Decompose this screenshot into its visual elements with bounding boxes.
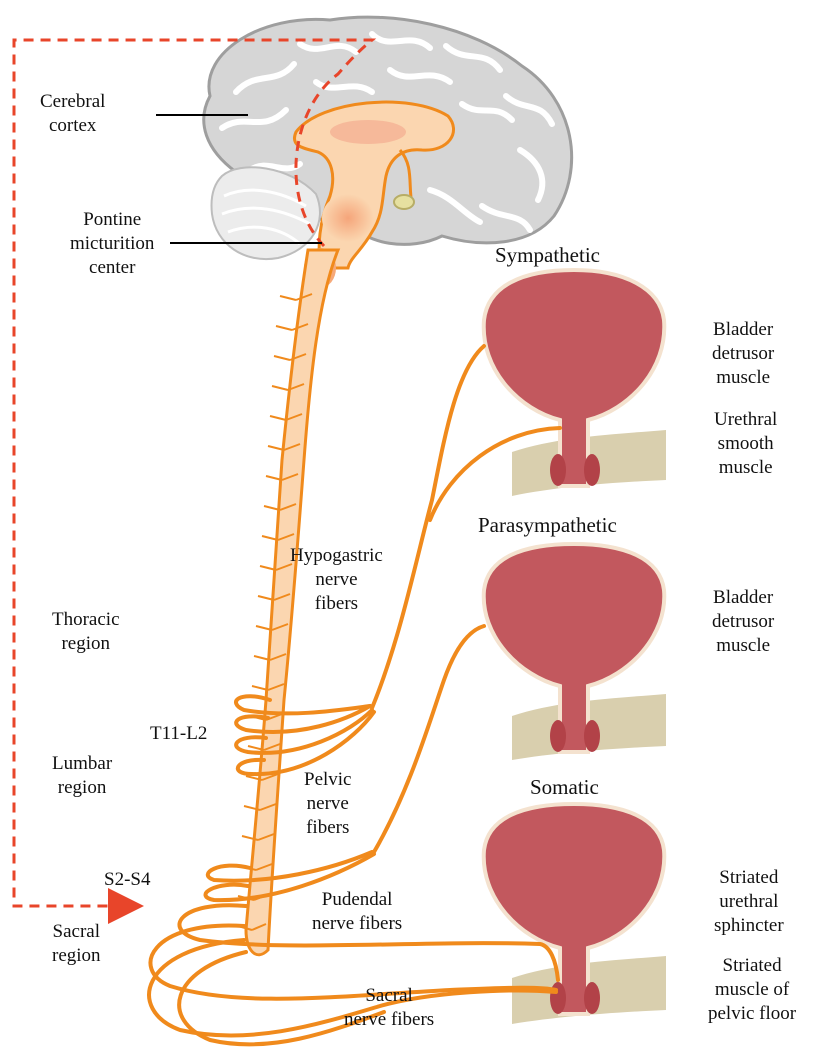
descending-control-path	[12, 38, 377, 924]
heading-sympathetic: Sympathetic	[495, 243, 600, 267]
hypogastric-nerve-path-1	[234, 694, 372, 716]
pudendal-nerve-path	[177, 903, 560, 982]
sacral-nerve-path-3	[177, 950, 386, 1047]
label-pudendal-fibers: Pudendal nerve fibers	[312, 889, 403, 934]
hypogastric-nerve-path-3	[234, 708, 374, 755]
bladder-somatic	[481, 801, 667, 1024]
note-somatic-sphincter: Striated urethral sphincter	[714, 867, 784, 936]
nerve-fibers	[147, 344, 562, 1047]
label-t11-l2: T11-L2	[150, 723, 208, 744]
sacral-nerve-path-2	[147, 938, 558, 1038]
label-sacral-fibers: Sacral nerve fibers	[344, 985, 435, 1030]
label-thoracic-region: Thoracic region	[52, 609, 120, 654]
pelvic-to-detrusor	[372, 624, 486, 854]
hypogastric-to-detrusor	[370, 344, 486, 710]
note-somatic-pelvic-floor: Striated muscle of pelvic floor	[708, 955, 797, 1024]
note-sympathetic-detrusor: Bladder detrusor muscle	[712, 319, 775, 388]
label-hypogastric-fibers: Hypogastric nerve fibers	[290, 545, 383, 614]
label-sacral-region: Sacral region	[52, 921, 101, 966]
label-pontine-center: Pontine micturition center	[70, 209, 155, 278]
label-lumbar-region: Lumbar region	[52, 753, 113, 798]
pelvic-nerve-path-2	[203, 852, 376, 903]
bladder-parasympathetic	[481, 541, 667, 760]
bladder-sympathetic	[481, 267, 667, 496]
note-parasympathetic-detrusor: Bladder detrusor muscle	[712, 587, 775, 656]
label-s2-s4: S2-S4	[104, 869, 151, 890]
heading-parasympathetic: Parasympathetic	[478, 513, 617, 537]
sacral-nerve-path-1	[148, 923, 558, 1001]
hypogastric-to-urethra	[428, 426, 562, 522]
brainstem-illustration	[293, 100, 455, 288]
note-sympathetic-urethral: Urethral smooth muscle	[714, 409, 778, 478]
heading-somatic: Somatic	[530, 775, 599, 799]
hypogastric-nerve-path-2	[234, 704, 372, 734]
hypogastric-nerve-path-4	[235, 710, 376, 777]
label-pelvic-fibers: Pelvic nerve fibers	[304, 769, 352, 838]
pelvic-nerve-path-1	[205, 850, 374, 883]
label-cerebral-cortex: Cerebral cortex	[40, 91, 106, 136]
